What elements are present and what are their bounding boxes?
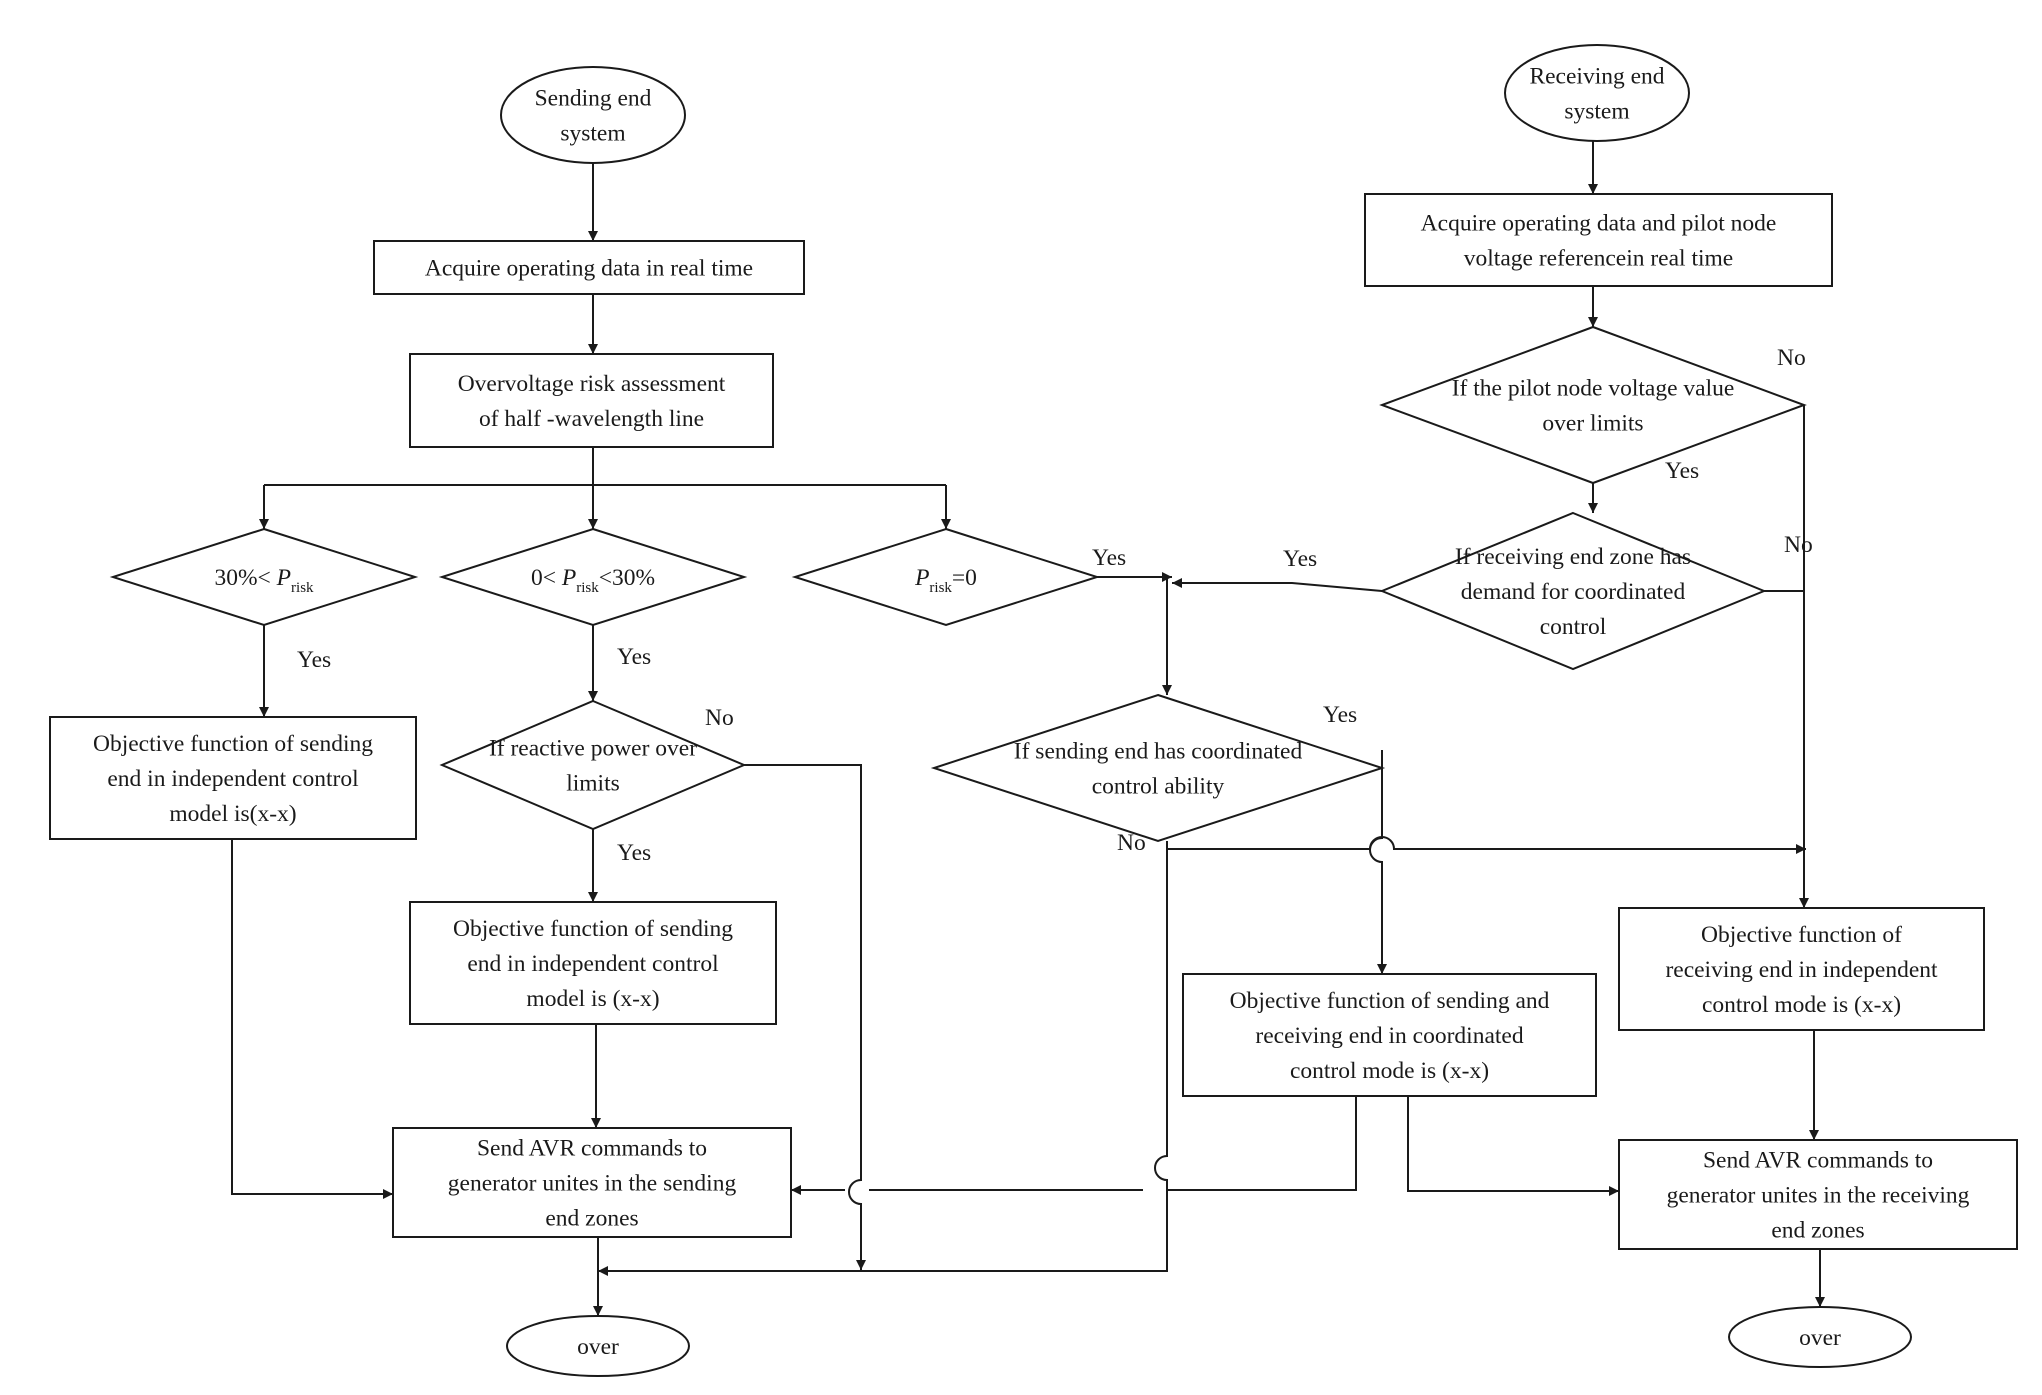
- edge-ability-no-to-over-merge: [598, 841, 1168, 1276]
- edge-demand-yes-to-junction: [1172, 578, 1383, 592]
- coordination-demand-decision-line: demand for coordinated: [1461, 579, 1686, 605]
- risk-mid-decision: [438, 527, 748, 627]
- edge-reactive-no-to-merge: [744, 764, 866, 1270]
- objective-sending-independent-b: [409, 901, 777, 1025]
- coordinated-ability-decision-line: control ability: [1092, 774, 1225, 800]
- edge-label-ability-yes: Yes: [1323, 702, 1357, 728]
- edge-ability-yes-to-coordinated: [1369, 750, 1387, 974]
- edge-label-mid-yes: Yes: [617, 644, 651, 670]
- overvoltage-assessment-box: [409, 353, 774, 448]
- coordination-demand-decision-line: If receiving end zone has: [1455, 544, 1691, 570]
- edge-label-demand-yes: Yes: [1283, 546, 1317, 572]
- avr-commands-receiving-box-line: end zones: [1771, 1218, 1864, 1244]
- condition-prefix: 0<: [531, 565, 562, 591]
- over-sending-terminal-line: over: [577, 1334, 619, 1360]
- receiving-end-start: [1504, 44, 1690, 142]
- edge-ability-no-to-receiving: [1167, 836, 1806, 854]
- objective-sending-independent-a-line: model is(x-x): [169, 801, 296, 827]
- acquire-data-receiving-box: [1364, 193, 1833, 287]
- objective-receiving-independent-box-line: Objective function of: [1701, 922, 1902, 948]
- over-sending-terminal: [506, 1315, 690, 1377]
- objective-sending-independent-b-line: end in independent control: [467, 951, 719, 977]
- edge-label-pilot-yes: Yes: [1665, 458, 1699, 484]
- edge-coordinated-to-avr-send: [791, 1096, 1357, 1190]
- coordinated-ability-decision: [930, 693, 1386, 843]
- condition-prefix: 30%<: [214, 565, 276, 591]
- acquire-data-receiving-box-line: Acquire operating data and pilot node: [1421, 211, 1777, 237]
- avr-commands-receiving-box: [1618, 1139, 2018, 1250]
- objective-coordinated-box: [1182, 973, 1597, 1097]
- over-receiving-terminal: [1728, 1306, 1912, 1368]
- edge-label-zero-yes: Yes: [1092, 545, 1126, 571]
- receiving-end-start-line: Receiving end: [1529, 64, 1664, 90]
- reactive-power-decision-line: If reactive power over: [489, 736, 697, 762]
- avr-commands-sending-box-line: end zones: [545, 1206, 638, 1232]
- objective-receiving-independent-box-line: control mode is (x-x): [1702, 992, 1901, 1018]
- coordinated-ability-decision-line: If sending end has coordinated: [1014, 739, 1303, 765]
- risk-subscript: risk: [291, 580, 314, 596]
- condition-suffix: =0: [952, 565, 977, 591]
- coordination-demand-decision: [1379, 511, 1767, 671]
- avr-commands-receiving-box-line: Send AVR commands to: [1703, 1148, 1933, 1174]
- over-receiving-terminal-line: over: [1799, 1325, 1841, 1351]
- objective-sending-independent-a-line: Objective function of sending: [93, 731, 373, 757]
- avr-commands-receiving-box-line: generator unites in the receiving: [1667, 1183, 1970, 1209]
- avr-commands-sending-box-line: Send AVR commands to: [477, 1136, 707, 1162]
- edge-label-reactive-yes: Yes: [617, 840, 651, 866]
- objective-sending-independent-a: [49, 716, 417, 840]
- edge-label-high-yes: Yes: [297, 647, 331, 673]
- edge-label-reactive-no: No: [705, 705, 734, 731]
- risk-subscript: risk: [576, 580, 599, 596]
- risk-subscript: risk: [929, 580, 952, 596]
- overvoltage-assessment-box-line: Overvoltage risk assessment: [458, 371, 726, 397]
- reactive-power-decision-line: limits: [566, 771, 620, 797]
- objective-coordinated-box-line: control mode is (x-x): [1290, 1058, 1489, 1084]
- objective-sending-independent-a-line: end in independent control: [107, 766, 359, 792]
- pilot-voltage-decision: [1379, 325, 1807, 485]
- sending-end-start: [500, 66, 686, 164]
- risk-high-decision: [109, 527, 419, 627]
- risk-high-decision-label: 30%< Prisk: [214, 565, 314, 596]
- acquire-data-sending-box-line: Acquire operating data in real time: [425, 256, 753, 282]
- pilot-voltage-decision-line: over limits: [1542, 411, 1643, 437]
- sending-end-start-line: Sending end: [535, 86, 652, 112]
- edge-coordinated-to-avr-recv: [1407, 1096, 1619, 1196]
- risk-zero-decision: [791, 527, 1101, 627]
- objective-receiving-independent-box-line: receiving end in independent: [1665, 957, 1938, 983]
- risk-zero-decision-label: Prisk=0: [914, 565, 977, 596]
- risk-variable: P: [561, 565, 576, 591]
- edge-label-ability-no: No: [1117, 830, 1146, 856]
- edge-label-pilot-no: No: [1777, 345, 1806, 371]
- edge-objective-a-to-avr: [231, 839, 393, 1199]
- acquire-data-sending-box: [373, 240, 805, 295]
- risk-variable: P: [914, 565, 929, 591]
- avr-commands-sending-box-line: generator unites in the sending: [448, 1171, 737, 1197]
- objective-coordinated-box-line: Objective function of sending and: [1230, 988, 1550, 1014]
- objective-sending-independent-b-line: model is (x-x): [526, 986, 659, 1012]
- coordination-demand-decision-line: control: [1540, 614, 1607, 640]
- edge-label-demand-no: No: [1784, 532, 1813, 558]
- risk-variable: P: [276, 565, 291, 591]
- avr-commands-sending-box: [392, 1127, 792, 1238]
- objective-receiving-independent-box: [1618, 907, 1985, 1031]
- overvoltage-assessment-box-line: of half -wavelength line: [479, 406, 704, 432]
- receiving-end-start-line: system: [1564, 99, 1629, 125]
- condition-suffix: <30%: [599, 565, 655, 591]
- objective-sending-independent-b-line: Objective function of sending: [453, 916, 733, 942]
- reactive-power-decision: [439, 699, 747, 831]
- objective-coordinated-box-line: receiving end in coordinated: [1255, 1023, 1523, 1049]
- sending-end-start-line: system: [560, 121, 625, 147]
- risk-mid-decision-label: 0< Prisk<30%: [531, 565, 655, 596]
- pilot-voltage-decision-line: If the pilot node voltage value: [1452, 376, 1735, 402]
- acquire-data-receiving-box-line: voltage referencein real time: [1464, 246, 1733, 272]
